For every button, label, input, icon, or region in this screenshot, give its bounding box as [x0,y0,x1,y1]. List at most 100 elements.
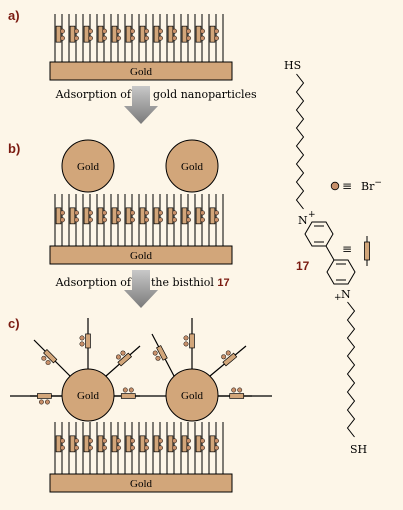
bipyridinium-unit [209,435,216,453]
pyridinium-n-top: N [298,214,308,227]
bromide-ion [74,35,79,41]
bipyridinium-unit [195,207,202,225]
bipyridinium-unit [153,435,160,453]
bipyridinium-unit [156,345,168,361]
bromide-ion [186,35,191,41]
bromide-ion [74,217,79,223]
bromide-ion [74,210,79,216]
sam-layer-c [54,422,224,474]
bipyridinium-unit [111,25,118,43]
bromide-ion [200,35,205,41]
bromide-ion [214,217,219,223]
bromide-ion [200,28,205,34]
sam-layer-b [54,194,224,246]
bromide-ion [172,210,177,216]
bipyridinium-unit [55,25,62,43]
bromide-ion [44,399,50,405]
bromide-ion [186,217,191,223]
bipyridinium-unit [153,207,160,225]
bromide-ion [200,217,205,223]
bromide-ion [225,350,231,356]
bromide-ion [221,354,227,360]
bipyridinium-unit [55,207,62,225]
compound-number-17: 17 [296,259,310,273]
bromide-ion [158,35,163,41]
bromide-ion [116,28,121,34]
bromide-ion [41,355,47,361]
legend-equiv-2: ≡ [342,242,352,256]
bipyridinium-unit [83,207,90,225]
legend-equiv-1: ≡ [342,179,352,193]
bromide-ion [38,399,44,405]
bromide-ion [144,217,149,223]
bipyridinium-unit [120,393,136,399]
bromide-ion [130,217,135,223]
panel-a-label: a) [8,8,20,23]
bromide-ion [60,35,65,41]
bipyridinium-unit [37,393,52,399]
bromide-ion [88,438,93,444]
bromide-ion [60,445,65,451]
thiol-bottom-label: SH [350,443,367,456]
bromide-ion [183,341,189,347]
bromide-ion [158,438,163,444]
bromide-ion [116,354,121,360]
bipyridinium-unit [209,25,216,43]
bipyridinium-unit [55,435,62,453]
bromide-ion [88,28,93,34]
bromide-ion [88,445,93,451]
nanoparticle-c1-label: Gold [77,390,100,402]
gold-substrate-a-label: Gold [130,66,153,78]
bromide-ion [102,445,107,451]
bromide-ion [116,445,121,451]
bipyridinium-unit [181,435,188,453]
step1-left-text: Adsorption of [55,88,132,101]
gold-nanoparticle-c1: Gold [61,368,115,422]
bromide-ion [116,210,121,216]
bipyridinium-unit [209,207,216,225]
bromide-ion [128,387,134,393]
bromide-ion [88,35,93,41]
bromide-ion [60,210,65,216]
bipyridinium-unit [85,333,91,349]
bromide-ion [130,445,135,451]
bromide-ion [144,35,149,41]
step1-right-text: gold nanoparticles [153,88,257,101]
down-arrow-icon [124,86,158,124]
bipyridinium-unit [167,207,174,225]
bromide-ion [231,387,237,393]
bromide-ion [102,438,107,444]
bromide-ion [130,210,135,216]
bromide-ion [102,210,107,216]
pyridinium-n-bottom: N [341,288,351,301]
bromide-ion [144,445,149,451]
nanoparticle-b1-label: Gold [77,161,100,173]
bromide-ion [186,28,191,34]
pyridinium-plus-bottom: + [334,293,342,303]
bromide-ion [214,445,219,451]
bipyridinium-unit [195,435,202,453]
bipyridinium-unit [69,435,76,453]
bromide-ion [60,438,65,444]
bipyridinium-unit [125,207,132,225]
bipyridinium-unit [167,435,174,453]
bromide-ion [172,28,177,34]
bromide-ion [130,35,135,41]
bipyridinium-unit [97,25,104,43]
bipyridinium-unit [83,435,90,453]
bromide-ion [200,210,205,216]
counter-ion-legend: ≡ Br− [330,178,382,193]
bromide-ion [214,28,219,34]
bromide-ion [144,210,149,216]
bipyridinium-unit [222,352,238,367]
bromide-ion [79,335,85,341]
bisthiol-linkers-c [30,318,252,405]
bipyridinium-unit [117,352,133,367]
bromide-ion [158,445,163,451]
bromide-ion [74,445,79,451]
bisthiol-molecule-17: HS N + N + SH 17 [284,59,367,456]
gold-nanoparticle-b1: Gold [61,139,115,193]
bromide-ion [74,28,79,34]
bipyridinium-unit [195,25,202,43]
